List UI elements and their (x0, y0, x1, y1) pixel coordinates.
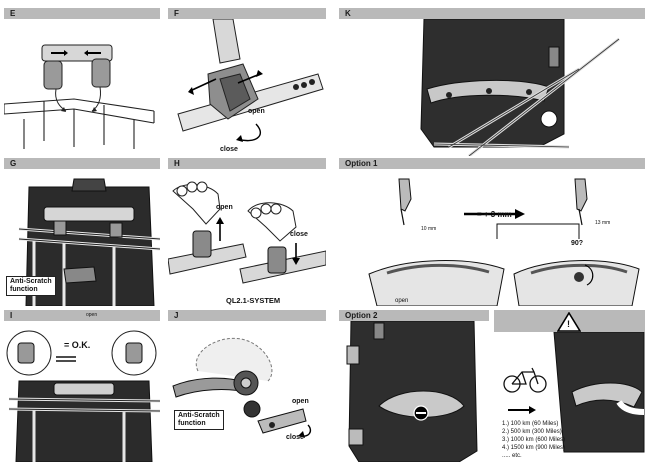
panel-g-anti-scratch-line2: function (10, 286, 38, 293)
panel-option2-illustration (339, 321, 489, 462)
panel-j-illustration (168, 321, 326, 462)
panel-g-anti-scratch-label: Anti-Scratch function (6, 276, 56, 296)
panel-option1-illustration (339, 169, 645, 306)
panel-g-illustration (4, 169, 160, 306)
mileage-item: ..... etc. (502, 453, 522, 459)
panel-g: G Anti-Scratch function (4, 158, 160, 306)
mileage-list: 1.) 100 km (60 Miles) 2.) 500 km (300 Mi… (502, 420, 565, 460)
ql-system-hands-illustration (168, 181, 326, 284)
panel-i-header: I (4, 310, 160, 321)
panel-h-close-label: close (290, 231, 308, 238)
bag-on-rack-illustration (18, 178, 160, 306)
hook-offset-adjust-illustration (368, 178, 640, 306)
panel-k-header: K (339, 8, 645, 19)
anti-scratch-rotation-illustration (172, 337, 312, 438)
panel-g-anti-scratch-line1: Anti-Scratch (10, 278, 52, 285)
panel-option2-header: Option 2 (339, 310, 489, 321)
warning-triangle-icon (557, 312, 581, 332)
panel-e-header: E (4, 8, 160, 19)
panel-f-illustration (168, 19, 326, 156)
panel-warning-illustration (494, 332, 645, 462)
panel-option1: Option 1 = + 3 mm 10 mm 13 mm 90? open (339, 158, 645, 306)
panel-g-header: G (4, 158, 160, 169)
panel-i-illustration (4, 321, 160, 462)
option1-mm-right: 13 mm (595, 220, 611, 226)
option1-open-label: open (395, 298, 409, 304)
panel-f-open-label: open (248, 108, 265, 115)
panel-f-header: F (168, 8, 326, 19)
panel-i: I open = O.K. (4, 310, 160, 462)
option1-mm-left: 10 mm (421, 226, 437, 232)
panel-j-header: J (168, 310, 326, 321)
panel-j-anti-scratch-line1: Anti-Scratch (178, 412, 220, 419)
hook-lever-illustration (177, 19, 324, 142)
mileage-item: 2.) 500 km (300 Miles) (502, 429, 562, 435)
panel-warning: ! 1.) 100 km (60 Miles) 2.) 500 km (300 … (494, 310, 645, 462)
panel-h-system-label: QL2.1-SYSTEM (226, 296, 281, 305)
panel-j-anti-scratch-label: Anti-Scratch function (174, 410, 224, 430)
bag-side-hook-illustration (346, 321, 478, 462)
panel-h-illustration (168, 169, 326, 306)
panel-j-open-label: open (292, 398, 309, 405)
panel-j-close-label: close (286, 434, 304, 441)
panel-i-ok-label: = O.K. (64, 340, 91, 350)
bicycle-and-bag-illustration (503, 332, 645, 453)
panel-h-open-label: open (216, 204, 233, 211)
bag-locked-on-rack-illustration (6, 330, 160, 462)
panel-f-close-label: close (220, 146, 238, 153)
mileage-item: 1.) 100 km (60 Miles) (502, 421, 559, 427)
option1-angle-label: 90? (571, 240, 584, 247)
panel-e-illustration (4, 19, 160, 156)
panel-option1-header: Option 1 (339, 158, 645, 169)
panel-e: E (4, 8, 160, 156)
mileage-item: 3.) 1000 km (600 Miles) (502, 437, 566, 443)
rack-hook-adjust-illustration (4, 44, 155, 149)
warning-exclamation: ! (567, 319, 570, 329)
panel-option2: Option 2 (339, 310, 489, 462)
panel-h-header: H (168, 158, 326, 169)
panel-k: K (339, 8, 645, 156)
panel-i-open-small: open (86, 312, 98, 318)
panel-j: J Anti-Scratch function open close (168, 310, 326, 462)
mileage-item: 4.) 1500 km (900 Miles) (502, 445, 566, 451)
panel-f: F open close (168, 8, 326, 156)
panel-j-anti-scratch-line2: function (178, 420, 206, 427)
panel-h: H open close QL2.1-SYSTEM (168, 158, 326, 306)
panel-k-illustration (339, 19, 645, 156)
option1-equals-label: = + 3 mm (477, 210, 512, 219)
bag-bottom-hook-illustration (420, 19, 620, 156)
